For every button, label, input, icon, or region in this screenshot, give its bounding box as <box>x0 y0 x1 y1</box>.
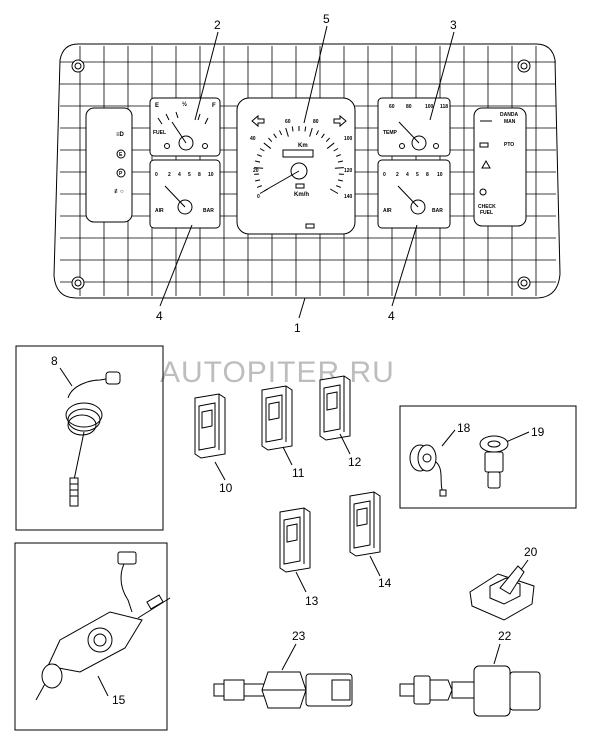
svg-text:8: 8 <box>426 172 429 178</box>
part-23-sensor: 23 <box>213 629 353 709</box>
callout-1: 1 <box>294 321 301 335</box>
svg-text:≢○: ≢○ <box>114 188 124 195</box>
callout-2: 2 <box>214 18 221 32</box>
svg-text:MAN: MAN <box>504 119 516 125</box>
svg-text:20: 20 <box>253 168 259 174</box>
svg-text:4: 4 <box>178 172 181 178</box>
svg-text:AIR: AIR <box>383 208 392 214</box>
svg-text:120: 120 <box>344 168 353 174</box>
callout-11: 11 <box>292 466 305 480</box>
svg-text:22: 22 <box>498 629 512 643</box>
svg-text:DANDA: DANDA <box>500 112 518 118</box>
svg-text:8: 8 <box>51 354 58 368</box>
watermark: AUTOPITER.RU <box>160 356 395 389</box>
svg-text:Km/h: Km/h <box>294 192 309 198</box>
rocker-switch <box>261 385 293 451</box>
svg-text:FUEL: FUEL <box>153 130 166 136</box>
svg-text:18: 18 <box>457 421 471 435</box>
svg-text:60: 60 <box>285 119 291 125</box>
rocker-switch <box>349 491 381 557</box>
svg-text:23: 23 <box>292 629 306 643</box>
svg-text:≡D: ≡D <box>116 132 125 138</box>
svg-text:P: P <box>119 171 123 177</box>
instrument-panel: ≡D E P ≢○ E ½ F FUEL 0 2 4 5 8 10 A <box>53 43 561 299</box>
svg-text:100: 100 <box>425 104 434 110</box>
svg-text:5: 5 <box>416 172 419 178</box>
svg-text:80: 80 <box>406 104 412 110</box>
svg-text:118: 118 <box>440 104 448 110</box>
rocker-switches <box>194 375 381 573</box>
air-pressure-gauge-right: 0 2 4 5 8 10 AIR BAR <box>377 159 451 229</box>
speedometer-cable-box: 8 <box>15 345 164 531</box>
svg-text:2: 2 <box>168 172 171 178</box>
callout-5: 5 <box>323 12 330 26</box>
callout-4-right: 4 <box>388 309 395 323</box>
svg-text:BAR: BAR <box>432 208 443 214</box>
svg-text:BAR: BAR <box>203 208 214 214</box>
speedometer: 40 60 80 100 20 120 0 140 Km Km/h <box>236 97 356 235</box>
callout-4-left: 4 <box>156 309 163 323</box>
svg-text:TEMP: TEMP <box>383 130 398 136</box>
svg-text:40: 40 <box>250 136 256 142</box>
air-pressure-gauge-left: 0 2 4 5 8 10 AIR BAR <box>149 159 221 229</box>
callout-13: 13 <box>305 594 319 608</box>
left-warning-panel: ≡D E P ≢○ <box>85 107 133 223</box>
svg-text:4: 4 <box>406 172 409 178</box>
svg-text:E: E <box>155 103 159 109</box>
rocker-switch <box>194 393 226 459</box>
fuel-gauge: E ½ F FUEL <box>149 97 221 157</box>
svg-text:FUEL: FUEL <box>480 210 493 216</box>
svg-text:2: 2 <box>396 172 399 178</box>
svg-text:F: F <box>212 103 216 109</box>
svg-text:5: 5 <box>188 172 191 178</box>
svg-text:10: 10 <box>208 172 214 178</box>
svg-text:140: 140 <box>344 194 353 200</box>
temperature-gauge: 60 80 100 118 TEMP <box>377 97 451 157</box>
svg-text:0: 0 <box>257 194 260 200</box>
part-20-sender: 20 <box>469 545 538 621</box>
svg-text:100: 100 <box>344 136 353 142</box>
right-warning-panel: DANDA MAN PTO CHECK FUEL <box>473 107 527 227</box>
svg-text:PTO: PTO <box>504 142 514 148</box>
svg-text:AIR: AIR <box>155 208 164 214</box>
svg-text:Km: Km <box>298 143 308 149</box>
callout-3: 3 <box>450 18 457 32</box>
svg-text:15: 15 <box>112 693 126 707</box>
svg-text:0: 0 <box>155 172 158 178</box>
svg-text:8: 8 <box>198 172 201 178</box>
svg-text:20: 20 <box>524 545 538 559</box>
svg-text:80: 80 <box>313 119 319 125</box>
svg-text:0: 0 <box>383 172 386 178</box>
part-22-sensor: 22 <box>399 629 541 717</box>
rocker-switch <box>279 507 311 573</box>
svg-text:60: 60 <box>389 104 395 110</box>
callout-12: 12 <box>348 455 362 469</box>
svg-text:10: 10 <box>437 172 443 178</box>
svg-text:E: E <box>119 152 123 158</box>
rocker-switch <box>319 375 351 441</box>
lamp-socket-box: 18 19 <box>399 405 577 509</box>
callout-14: 14 <box>378 576 392 590</box>
column-switch-box: 15 <box>14 542 171 731</box>
svg-text:½: ½ <box>182 101 187 108</box>
svg-text:CHECK: CHECK <box>478 204 496 210</box>
svg-text:19: 19 <box>531 425 545 439</box>
callout-10: 10 <box>219 481 233 495</box>
